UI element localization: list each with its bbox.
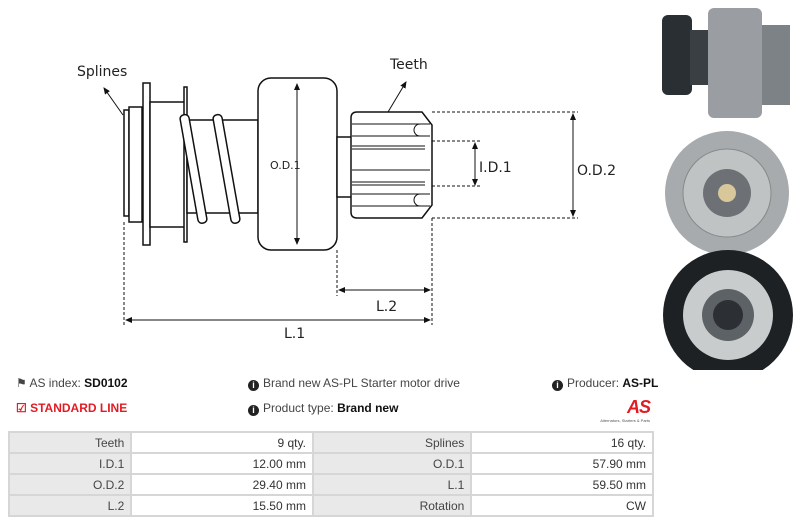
as-index: ⚑ AS index: SD0102	[16, 376, 128, 390]
checkbox-icon: ☑	[16, 401, 27, 415]
l2-label: L.2	[376, 299, 397, 315]
od1-label: O.D.1	[270, 159, 301, 172]
splines-label: Splines	[77, 64, 127, 80]
as-index-value: SD0102	[84, 376, 128, 390]
od2-label: O.D.2	[577, 163, 616, 179]
technical-drawing: Splines Teeth O.D.1 O.D.2 I.D.1 L.2 L.1	[77, 8, 793, 370]
id1-label: I.D.1	[479, 160, 512, 176]
l1-label: L.1	[284, 326, 305, 342]
tag-icon: ⚑	[16, 376, 27, 390]
teeth-label: Teeth	[389, 57, 428, 73]
info-icon: i	[248, 405, 259, 416]
info-icon: i	[552, 380, 563, 391]
standard-line-badge: ☑ STANDARD LINE	[16, 401, 128, 415]
info-icon: i	[248, 380, 259, 391]
product-photos	[662, 8, 793, 370]
